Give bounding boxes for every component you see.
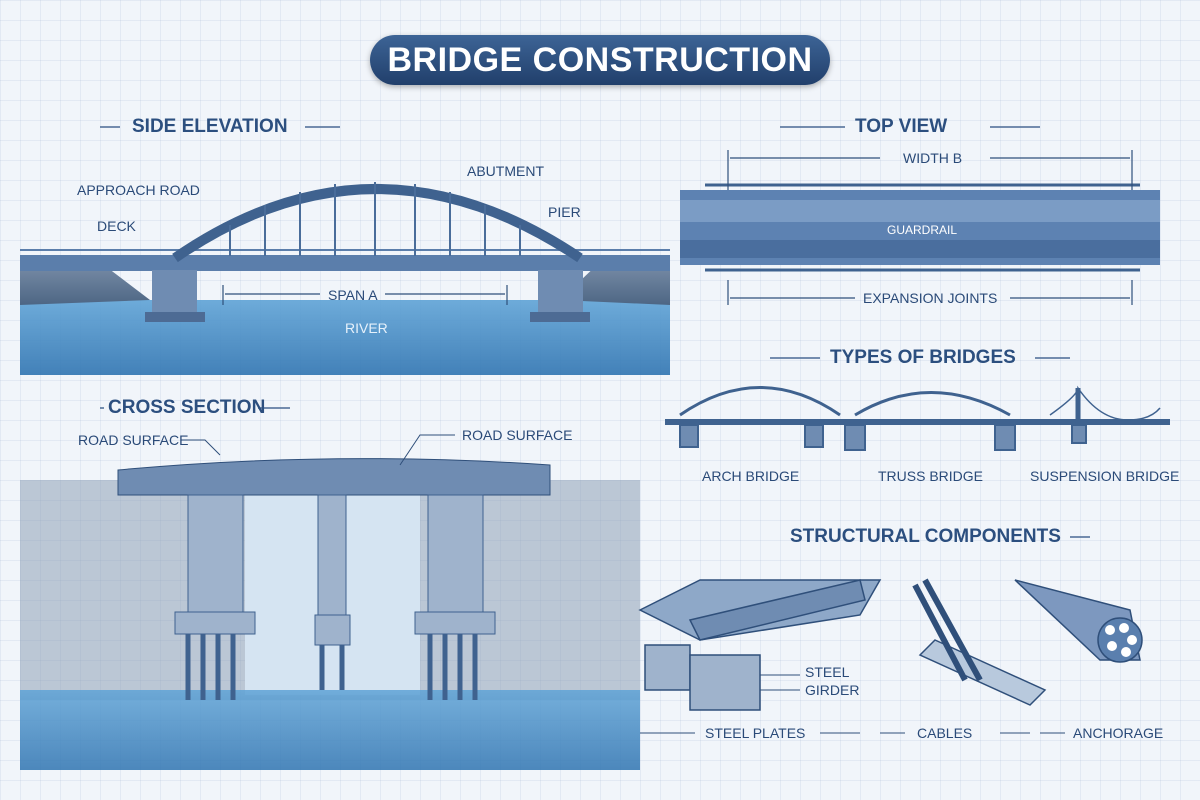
- side-elevation-heading: SIDE ELEVATION: [132, 116, 288, 137]
- label-pier: PIER: [548, 204, 581, 220]
- label-steel: STEEL: [805, 664, 850, 680]
- structural-components-heading: STRUCTURAL COMPONENTS: [790, 526, 1061, 547]
- top-view-heading: TOP VIEW: [855, 116, 948, 137]
- label-deck: DECK: [97, 218, 136, 234]
- label-approach-road: APPROACH ROAD: [77, 182, 200, 198]
- label-girder: GIRDER: [805, 682, 860, 698]
- label-truss-bridge: TRUSS BRIDGE: [878, 468, 984, 484]
- label-anchorage: ANCHORAGE: [1073, 725, 1164, 741]
- cross-section-drawing: [20, 434, 640, 770]
- label-abutment: ABUTMENT: [467, 163, 544, 179]
- bridge-types-drawing: [665, 385, 1170, 451]
- top-view-drawing: [680, 150, 1160, 305]
- page-title: BRIDGE CONSTRUCTION: [370, 35, 830, 85]
- label-road-surface-right: ROAD SURFACE: [462, 427, 573, 443]
- cross-section-heading: CROSS SECTION: [108, 397, 266, 418]
- side-elevation-drawing: [20, 182, 670, 375]
- label-span: SPAN A: [328, 287, 378, 303]
- label-cables: CABLES: [917, 725, 973, 741]
- label-arch-bridge: ARCH BRIDGE: [702, 468, 800, 484]
- label-road-surface-left: ROAD SURFACE: [78, 432, 189, 448]
- types-of-bridges-heading: TYPES OF BRIDGES: [830, 347, 1016, 368]
- label-suspension-bridge: SUSPENSION BRIDGE: [1030, 468, 1180, 484]
- label-river: RIVER: [345, 320, 388, 336]
- label-expansion-joints: EXPANSION JOINTS: [863, 290, 998, 306]
- label-width: WIDTH B: [903, 150, 963, 166]
- components-drawing: [638, 578, 1143, 734]
- label-guardrail: GUARDRAIL: [887, 223, 958, 237]
- label-steel-plates: STEEL PLATES: [705, 725, 806, 741]
